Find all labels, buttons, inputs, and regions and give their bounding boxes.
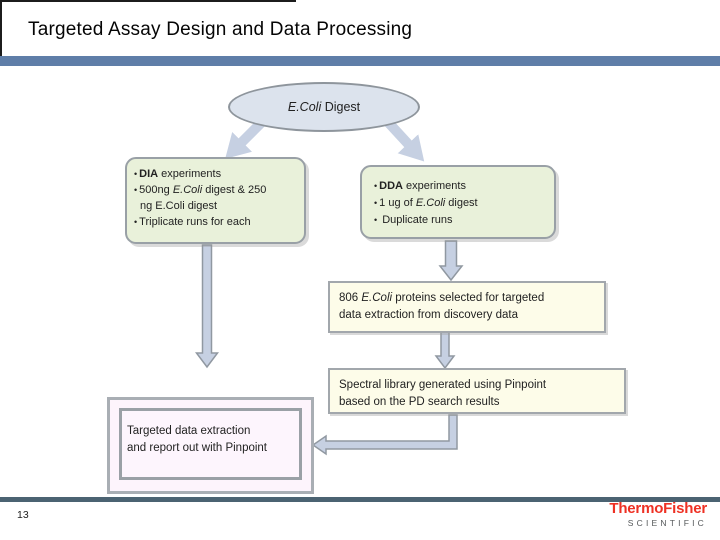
bullet-icon: •: [134, 217, 138, 227]
logo-wordmark: ThermoFisher: [609, 500, 707, 517]
dda-line-3: • Duplicate runs: [374, 212, 550, 229]
footer-accent-bar: [0, 497, 720, 502]
dda-line-1-bold: DDA: [379, 180, 403, 192]
logo-fisher: Fisher: [663, 500, 707, 517]
page-number: 13: [17, 509, 29, 521]
dda-line-2-pre: 1 ug of: [379, 197, 416, 209]
bullet-icon: •: [134, 169, 138, 179]
dda-line-2: •1 ug of E.Coli digest: [374, 195, 550, 212]
dia-line-2-rest: digest & 250: [202, 184, 267, 196]
logo-scientific: SCIENTIFIC: [627, 518, 707, 528]
dia-experiments-box: •DIA experiments •500ng E.Coli digest & …: [125, 157, 306, 244]
dia-line-2-pre: 500ng: [139, 184, 173, 196]
bullet-icon: •: [374, 181, 378, 191]
dia-line-4-text: Triplicate runs for each: [139, 216, 251, 228]
proteins-line-2: data extraction from discovery data: [339, 308, 518, 321]
spectral-line-2: based on the PD search results: [339, 395, 500, 408]
ecoli-digest-ellipse: E.Coli Digest: [228, 82, 420, 132]
dda-experiments-box: •DDA experiments •1 ug of E.Coli digest …: [360, 165, 556, 239]
proteins-pre: 806: [339, 292, 362, 304]
dia-line-1: •DIA experiments: [134, 166, 300, 182]
targeted-line-2: and report out with Pinpoint: [127, 442, 268, 454]
proteins-italic: E.Coli: [361, 292, 393, 304]
dda-line-1-rest: experiments: [403, 180, 466, 192]
dia-line-1-rest: experiments: [158, 168, 222, 180]
arrow-proteins-to-spectral: [434, 330, 456, 370]
targeted-extraction-outer-box: Targeted data extraction and report out …: [107, 397, 314, 494]
thermofisher-logo: ThermoFisher SCIENTIFIC: [609, 500, 707, 530]
title-accent-bar: [0, 56, 720, 66]
dia-line-2-italic: E.Coli: [172, 184, 203, 196]
logo-thermo: Thermo: [609, 500, 664, 517]
dia-line-4: •Triplicate runs for each: [134, 214, 300, 230]
screenshot-top-border: [0, 0, 296, 2]
arrow-spectral-to-targeted: [311, 414, 458, 456]
bullet-icon: •: [374, 198, 378, 208]
spectral-library-box: Spectral library generated using Pinpoin…: [328, 368, 626, 414]
dda-line-2-rest: digest: [445, 197, 478, 209]
proteins-line-1-rest: proteins selected for targeted: [392, 292, 545, 304]
targeted-line-1: Targeted data extraction: [127, 425, 251, 437]
dda-line-3-text: Duplicate runs: [379, 214, 453, 226]
dia-line-2: •500ng E.Coli digest & 250: [134, 182, 300, 198]
arrow-dda-to-proteins: [438, 240, 464, 282]
ellipse-label-rest: Digest: [321, 100, 361, 114]
slide-title: Targeted Assay Design and Data Processin…: [28, 19, 413, 40]
spectral-line-1: Spectral library generated using Pinpoin…: [339, 379, 547, 391]
dia-line-3: ng E.Coli digest: [140, 200, 218, 212]
proteins-selected-box: 806 E.Coli proteins selected for targete…: [328, 281, 606, 333]
dda-line-1: •DDA experiments: [374, 178, 550, 195]
targeted-extraction-box: Targeted data extraction and report out …: [119, 408, 302, 480]
dia-line-1-bold: DIA: [139, 168, 159, 180]
screenshot-left-border: [0, 0, 2, 56]
bullet-icon: •: [134, 185, 138, 195]
bullet-icon: •: [374, 215, 378, 225]
arrow-dia-down: [195, 244, 219, 369]
dda-line-2-italic: E.Coli: [415, 197, 446, 209]
ellipse-label-italic: E.Coli: [287, 100, 322, 114]
